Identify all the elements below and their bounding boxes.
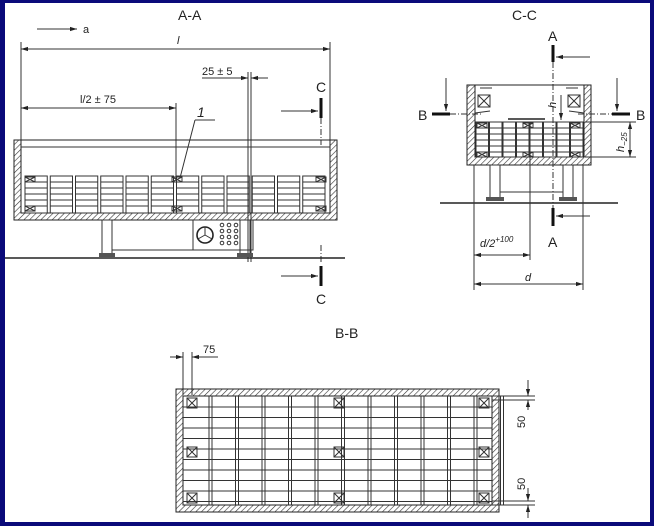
view-c-c: C-C A A B B h h−25 d/2+100 d [418, 7, 645, 290]
length-label: l [177, 35, 180, 47]
spacer-block [186, 446, 198, 458]
spacer-block [478, 492, 490, 504]
edge-top-label: 50 [516, 416, 528, 428]
vent-hole [219, 222, 225, 228]
section-c-top: C [316, 79, 326, 95]
spacer-block [333, 446, 345, 458]
spacer-block [333, 397, 345, 409]
spacer-block [522, 122, 534, 129]
spacer-block [478, 446, 490, 458]
spacer-block [315, 176, 327, 183]
vent-hole [233, 222, 239, 228]
spacer-block [186, 492, 198, 504]
vent-hole [219, 234, 225, 240]
vent-hole [226, 222, 232, 228]
view-title-a-a: A-A [178, 7, 202, 23]
half-depth-label: d/2+100 [480, 235, 514, 250]
offset-label: 25 ± 5 [202, 66, 233, 78]
spacer-block [171, 176, 183, 183]
vent-hole [233, 234, 239, 240]
spacing-label: 75 [203, 344, 215, 356]
spacer-block [333, 492, 345, 504]
vent-hole [219, 228, 225, 234]
section-a-top: A [548, 28, 558, 44]
spacer-block [171, 205, 183, 212]
section-b-right: B [636, 107, 645, 123]
vent-hole [226, 228, 232, 234]
spacer-block [24, 176, 36, 183]
crate-stack [24, 175, 327, 214]
half-length-label: l/2 ± 75 [80, 94, 116, 106]
view-title-c-c: C-C [512, 7, 537, 23]
vent-hole [233, 240, 239, 246]
spacer-block [476, 122, 488, 129]
spacer-block [478, 397, 490, 409]
refrigeration-unit [192, 219, 254, 251]
section-b-left: B [418, 107, 427, 123]
cabinet-section [13, 139, 338, 221]
view-b-b: B-B 75 50 50 [170, 325, 535, 518]
direction-label: a [83, 24, 90, 36]
spacer-block [315, 205, 327, 212]
vent-hole [233, 228, 239, 234]
spacer-block [522, 151, 534, 158]
callout-label: 1 [197, 104, 205, 120]
depth-label: d [525, 272, 532, 284]
vent-hole [226, 234, 232, 240]
height-tolerance-label: h−25 [615, 132, 629, 152]
view-a-a: A-A a l 25 ± 5 l/2 ± 75 1 C C [5, 7, 345, 307]
spacer-block [24, 205, 36, 212]
edge-bottom-label: 50 [516, 478, 528, 490]
view-title-b-b: B-B [335, 325, 358, 341]
vent-hole [226, 240, 232, 246]
spacer-block [476, 151, 488, 158]
height-label: h [547, 102, 559, 108]
spacer-block [569, 151, 581, 158]
spacer-block [569, 122, 581, 129]
section-a-bottom: A [548, 234, 558, 250]
spacer-block [186, 397, 198, 409]
section-c-bottom: C [316, 291, 326, 307]
vent-hole [219, 240, 225, 246]
